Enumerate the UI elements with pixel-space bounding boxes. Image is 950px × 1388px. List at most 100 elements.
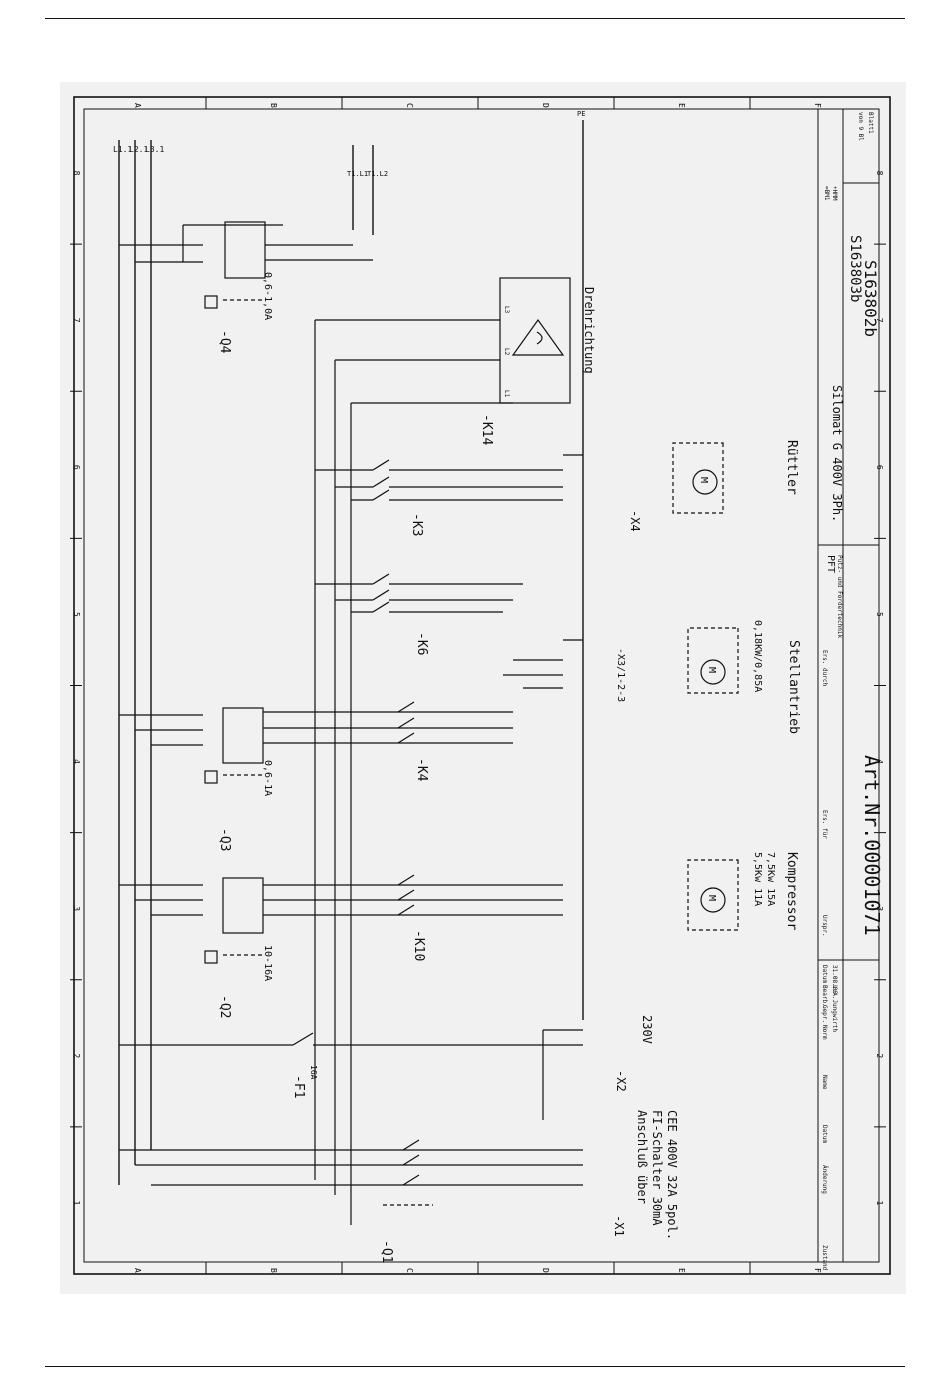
breaker-q2-range: 10-16A [262,945,273,981]
fuse-f1 [119,1029,583,1120]
breaker-q3-range: 0,6-1A [262,760,273,796]
connector-x1-note-2: FI-Schalter 30mA [650,1110,664,1226]
label-t1l2: T1.L2 [367,170,388,178]
title-sheet-no: 1 [867,130,874,134]
label-l2: L2.1 [129,145,148,154]
grid-letter-e-top: E [677,103,686,108]
title-checked-label: Gepr. [821,1005,828,1023]
breaker-q4-range: 0,6-1,0A [262,272,273,320]
fuse-f1-tag: -F1 [291,1075,306,1098]
motor-stellantrieb-rating: 0,18KW/0,85A [752,620,763,692]
grid-letter-d-bot: D [541,1268,550,1273]
grid-letter-b-top: B [269,103,278,108]
grid-marks [70,97,886,1274]
motor-kompressor-symbol: M [706,895,717,901]
grid-letter-c-top: C [405,103,414,108]
phase-monitor-tag: -K14 [479,414,494,445]
grid-number-6-right: 6 [875,465,884,470]
motor-stellantrieb-name: Stellantrieb [786,640,801,734]
title-drawn-label: Bearb. [821,985,828,1007]
grid-number-4-left: 4 [72,759,81,764]
title-name-col-label: Name [821,1075,828,1090]
bottom-rule [45,1366,905,1367]
connector-x2-tag: -X2 [614,1070,628,1092]
connector-x1-note-1: Anschluß über [635,1110,649,1204]
title-state-label: Zustand [821,1245,828,1271]
breaker-q2-tag: -Q2 [217,995,232,1018]
title-sheet-of: von 9 Bl [857,112,864,141]
grid-number-5-left: 5 [72,612,81,617]
supply-buses [118,120,584,1185]
top-rule [45,18,905,19]
grid-number-8-right: 8 [875,171,884,176]
title-ref-2: +HMM [831,186,838,201]
title-block [817,109,879,1262]
title-company-sub: Putz- und Fördertechnik [836,555,843,638]
phase-monitor-title: Drehrichtung [582,287,596,374]
title-sheet-label: Blatt [867,112,874,130]
grid-letter-a-top: A [133,103,142,108]
title-change-label: Änderung [821,1165,828,1194]
grid-letter-a-bot: A [133,1268,142,1273]
grid-number-3-left: 3 [72,906,81,911]
title-norm-label: Norm [821,1025,828,1040]
title-product: Silomat G 400V 3Ph. [830,385,844,522]
connector-x3-tag: -X3/1-2-3 [615,648,626,702]
grid-number-1-left: 1 [72,1200,81,1205]
motor-kompressor-rating-2: 7,5Kw 15A [765,852,776,906]
motor-stellantrieb-symbol: M [706,667,717,673]
title-drawing-number-old: S163803b [847,235,863,302]
contactor-k3-tag: -K3 [409,513,424,536]
title-date-label: Datum [821,965,828,983]
grid-letter-d-top: D [541,103,550,108]
phase-monitor-pin-l1: L1 [503,390,510,398]
grid-number-2-right: 2 [875,1053,884,1058]
title-date-value: 31.08.06 [831,965,838,994]
grid-number-7-right: 7 [875,318,884,323]
main-switch-q1 [119,1139,583,1206]
title-replaced-by: Ers. durch [821,650,828,687]
title-drawing-number: S163802b [861,260,880,337]
title-replaced-for: Ers. für [821,810,828,839]
supply-labels: L1.1 L2.1 L3.1 PE T1.L1 T1.L2 [113,110,585,178]
breaker-q4-tag: -Q4 [217,330,232,354]
phase-monitor-pin-l2: L2 [503,348,510,356]
contactor-k3 [315,442,724,514]
title-company: PFT [825,555,836,573]
connector-x4-tag: -X4 [628,510,642,532]
breaker-q3-tag: -Q3 [217,828,232,851]
title-origin-label: Urspr. [821,915,828,937]
main-switch-tag: -Q1 [379,1240,394,1263]
label-t1l1: T1.L1 [347,170,368,178]
scan-background [60,82,906,1294]
grid-number-2-left: 2 [72,1053,81,1058]
motor-kompressor-rating-1: 5,5Kw 11A [752,852,763,906]
motor-kompressor-name: Kompressor [784,852,799,930]
grid-number-6-left: 6 [72,465,81,470]
grid-letter-f-top: F [813,103,822,108]
contactor-k6 [315,573,523,613]
contactor-k4 [397,701,415,744]
connector-x2-voltage: 230V [640,1015,654,1044]
grid-letter-c-bot: C [405,1268,414,1273]
contactor-k10-tag: -K10 [411,930,426,961]
motor-ruettler-name: Rüttler [784,440,799,495]
label-l3: L3.1 [145,145,164,154]
grid-number-1-right: 1 [875,1200,884,1205]
breaker-q2 [119,859,739,964]
motor-stellantrieb [503,627,739,694]
grid-letter-e-bot: E [677,1268,686,1273]
contactor-k4-tag: -K4 [414,758,429,782]
phase-monitor-k14 [314,277,571,1225]
phase-monitor-pin-l3: L3 [503,306,510,314]
grid-number-4-right: 4 [875,759,884,764]
title-date-col-label: Datum [821,1125,828,1143]
fuse-f1-rating: 16A [309,1065,318,1080]
grid-number-7-left: 7 [72,318,81,323]
grid-letter-f-bot: F [813,1268,822,1273]
motor-ruettler-symbol: M [698,477,709,483]
breaker-q4 [119,221,373,309]
title-article: Art.Nr.00001071 [860,755,884,936]
